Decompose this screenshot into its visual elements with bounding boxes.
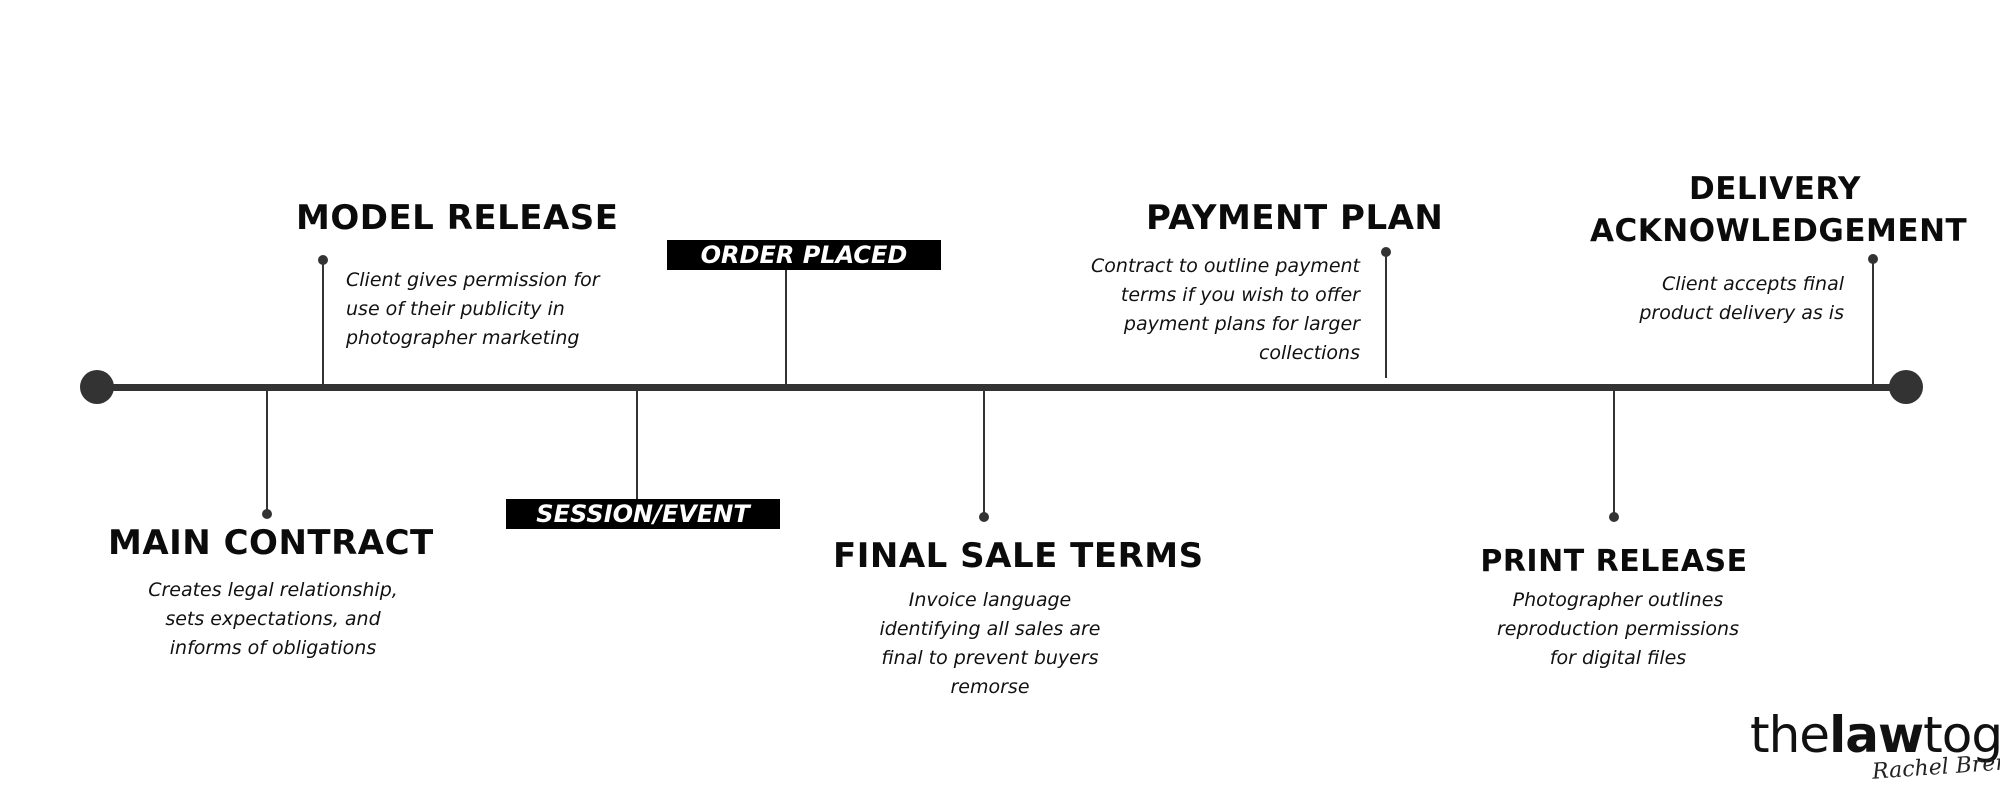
desc-line: final to prevent buyers <box>881 647 1099 669</box>
desc-line: Client gives permission for <box>346 269 600 291</box>
desc-line: collections <box>1258 342 1360 364</box>
desc-line: Contract to outline payment <box>1091 255 1360 277</box>
delivery-acknowledgement-description: Client accepts final product delivery as… <box>1560 270 1844 328</box>
desc-line: reproduction permissions <box>1497 618 1739 640</box>
delivery-acknowledgement-connector <box>1872 258 1874 386</box>
payment-plan-connector <box>1385 251 1387 378</box>
main-contract-knob <box>262 509 272 519</box>
payment-plan-title: PAYMENT PLAN <box>1146 198 1444 238</box>
logo-text-tog: tog <box>1923 706 2000 764</box>
main-contract-connector <box>266 388 268 514</box>
model-release-description: Client gives permission for use of their… <box>346 266 666 353</box>
main-contract-title: MAIN CONTRACT <box>108 523 434 563</box>
desc-line: Creates legal relationship, <box>148 579 398 601</box>
model-release-connector <box>322 259 324 386</box>
desc-line: remorse <box>950 676 1030 698</box>
desc-line: sets expectations, and <box>165 608 381 630</box>
timeline-end-dot <box>1889 370 1923 404</box>
desc-line: product delivery as is <box>1639 302 1844 324</box>
desc-line: Photographer outlines <box>1512 589 1724 611</box>
model-release-title: MODEL RELEASE <box>296 198 619 238</box>
order-placed-connector <box>785 270 787 386</box>
final-sale-terms-connector <box>983 388 985 514</box>
final-sale-terms-description: Invoice language identifying all sales a… <box>840 586 1140 702</box>
timeline-axis <box>96 384 1906 391</box>
payment-plan-description: Contract to outline payment terms if you… <box>1020 252 1360 368</box>
logo-text-law: law <box>1829 706 1924 764</box>
desc-line: Client accepts final <box>1662 273 1844 295</box>
title-line: DELIVERY <box>1689 171 1861 207</box>
main-contract-description: Creates legal relationship, sets expecta… <box>113 576 433 663</box>
session-event-tag: SESSION/EVENT <box>506 499 780 529</box>
print-release-connector <box>1613 388 1615 514</box>
order-placed-tag: ORDER PLACED <box>667 240 941 270</box>
desc-line: for digital files <box>1549 647 1687 669</box>
desc-line: identifying all sales are <box>879 618 1101 640</box>
desc-line: use of their publicity in <box>346 298 565 320</box>
print-release-knob <box>1609 512 1619 522</box>
final-sale-terms-title: FINAL SALE TERMS <box>833 536 1204 576</box>
final-sale-terms-knob <box>979 512 989 522</box>
delivery-acknowledgement-title: DELIVERY ACKNOWLEDGEMENT <box>1590 168 1968 252</box>
desc-line: Invoice language <box>908 589 1072 611</box>
desc-line: informs of obligations <box>169 637 377 659</box>
session-event-connector <box>636 388 638 500</box>
desc-line: payment plans for larger <box>1123 313 1360 335</box>
timeline-start-dot <box>80 370 114 404</box>
title-line: ACKNOWLEDGEMENT <box>1590 213 1968 249</box>
logo-text-the: the <box>1750 706 1830 764</box>
print-release-description: Photographer outlines reproduction permi… <box>1463 586 1773 673</box>
desc-line: terms if you wish to offer <box>1120 284 1360 306</box>
print-release-title: PRINT RELEASE <box>1480 544 1748 579</box>
brand-logo: thelawtog® <box>1750 706 2000 764</box>
desc-line: photographer marketing <box>346 327 580 349</box>
